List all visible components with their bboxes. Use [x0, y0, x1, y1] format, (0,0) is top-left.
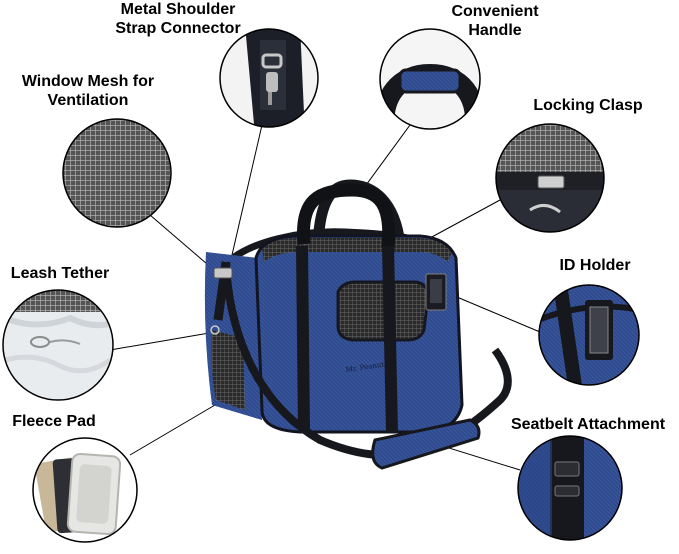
callout-id-holder	[538, 284, 640, 386]
callout-handle	[379, 28, 481, 130]
line-locking-clasp	[429, 199, 501, 239]
strap-clip	[213, 267, 233, 279]
handle-front	[296, 183, 396, 249]
callout-locking-clasp	[495, 123, 605, 233]
webbing-right	[382, 245, 398, 433]
callout-fleece-pad	[32, 437, 138, 543]
top-mesh	[262, 238, 452, 262]
shoulder-pad	[371, 418, 481, 470]
line-id-holder	[444, 291, 541, 333]
line-leash-tether	[109, 331, 216, 351]
callout-lines	[109, 124, 541, 471]
callout-seatbelt	[517, 435, 623, 541]
callout-window-mesh	[62, 118, 172, 228]
line-strap-connector	[231, 124, 263, 256]
pet-carrier-bag: Mr. Peanut's	[204, 179, 512, 470]
id-tag-window	[430, 279, 442, 303]
tether-ring	[210, 325, 220, 335]
label-strap-connector: Metal Shoulder Strap Connector	[115, 1, 241, 37]
front-window-mesh	[336, 280, 430, 342]
label-leash-tether: Leash Tether	[10, 265, 110, 282]
label-handle: Convenient Handle	[451, 3, 539, 39]
label-fleece-pad: Fleece Pad	[12, 413, 96, 430]
line-window-mesh	[149, 214, 215, 271]
label-seatbelt: Seatbelt Attachment	[510, 416, 666, 433]
label-id-holder: ID Holder	[559, 257, 631, 274]
webbing-left	[296, 245, 310, 433]
bag-piping	[254, 234, 464, 434]
side-mesh-pocket	[211, 330, 245, 410]
label-locking-clasp: Locking Clasp	[533, 97, 643, 114]
callout-leash-tether	[2, 289, 114, 401]
line-fleece-pad	[129, 404, 216, 456]
callout-strap-connector	[219, 28, 319, 128]
label-window-mesh: Window Mesh for Ventilation	[21, 73, 155, 109]
